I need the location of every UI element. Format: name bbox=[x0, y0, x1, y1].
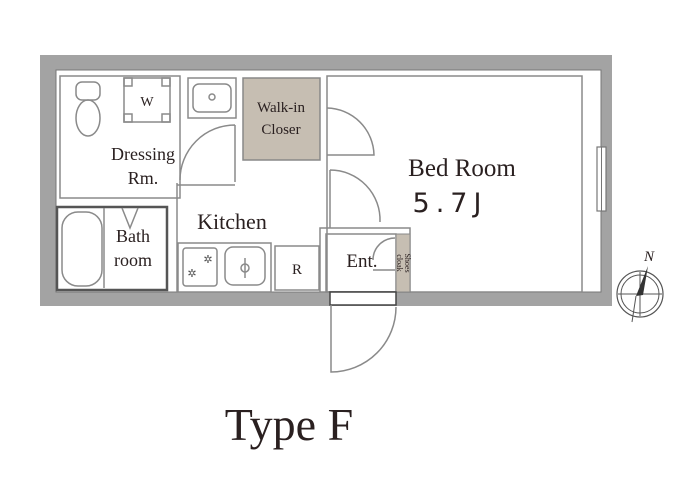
walk-in-label-2: Closer bbox=[261, 122, 300, 138]
kitchen-counter bbox=[177, 242, 272, 293]
stove bbox=[182, 247, 218, 287]
burner-icon: ✲ bbox=[187, 268, 196, 280]
bedroom-door bbox=[329, 169, 381, 228]
toilet-bowl bbox=[75, 99, 101, 137]
entrance-door bbox=[330, 305, 397, 373]
walk-in-label-1: Walk-in bbox=[257, 100, 305, 116]
dressing-door bbox=[179, 124, 236, 182]
walk-in-closet bbox=[242, 77, 321, 161]
bath-label-1: Bath bbox=[116, 226, 150, 246]
bedroom-label: Bed Room bbox=[408, 155, 516, 182]
bedroom-outline bbox=[326, 75, 583, 293]
washer-box bbox=[123, 77, 171, 123]
bedroom-size: 5.7J bbox=[413, 188, 488, 219]
refrigerator bbox=[274, 245, 320, 291]
shoes-label-2: cloak bbox=[395, 254, 404, 271]
shoes-label-1: Shoes bbox=[403, 253, 412, 272]
bath-label-2: room bbox=[114, 250, 152, 270]
closet-door bbox=[326, 107, 375, 156]
compass-icon bbox=[616, 266, 664, 323]
plan-title: Type F bbox=[225, 399, 353, 450]
bathtub bbox=[61, 211, 103, 287]
dressing-room-outline bbox=[59, 75, 181, 199]
washer-label: W bbox=[140, 95, 154, 110]
kitchen-label: Kitchen bbox=[197, 209, 267, 234]
kitchen-sink bbox=[224, 246, 266, 286]
shoe-cabinet-door bbox=[372, 237, 396, 271]
compass-north-label: N bbox=[643, 249, 655, 265]
bathroom-outline bbox=[55, 205, 169, 292]
refrigerator-label: R bbox=[292, 262, 302, 278]
burner-icon: ✲ bbox=[203, 254, 212, 266]
entrance-label: Ent. bbox=[346, 251, 377, 272]
shoes-cloak bbox=[395, 233, 411, 293]
vanity-sink bbox=[187, 77, 237, 119]
dressing-label-2: Rm. bbox=[128, 168, 159, 188]
dressing-label-1: Dressing bbox=[111, 144, 175, 164]
